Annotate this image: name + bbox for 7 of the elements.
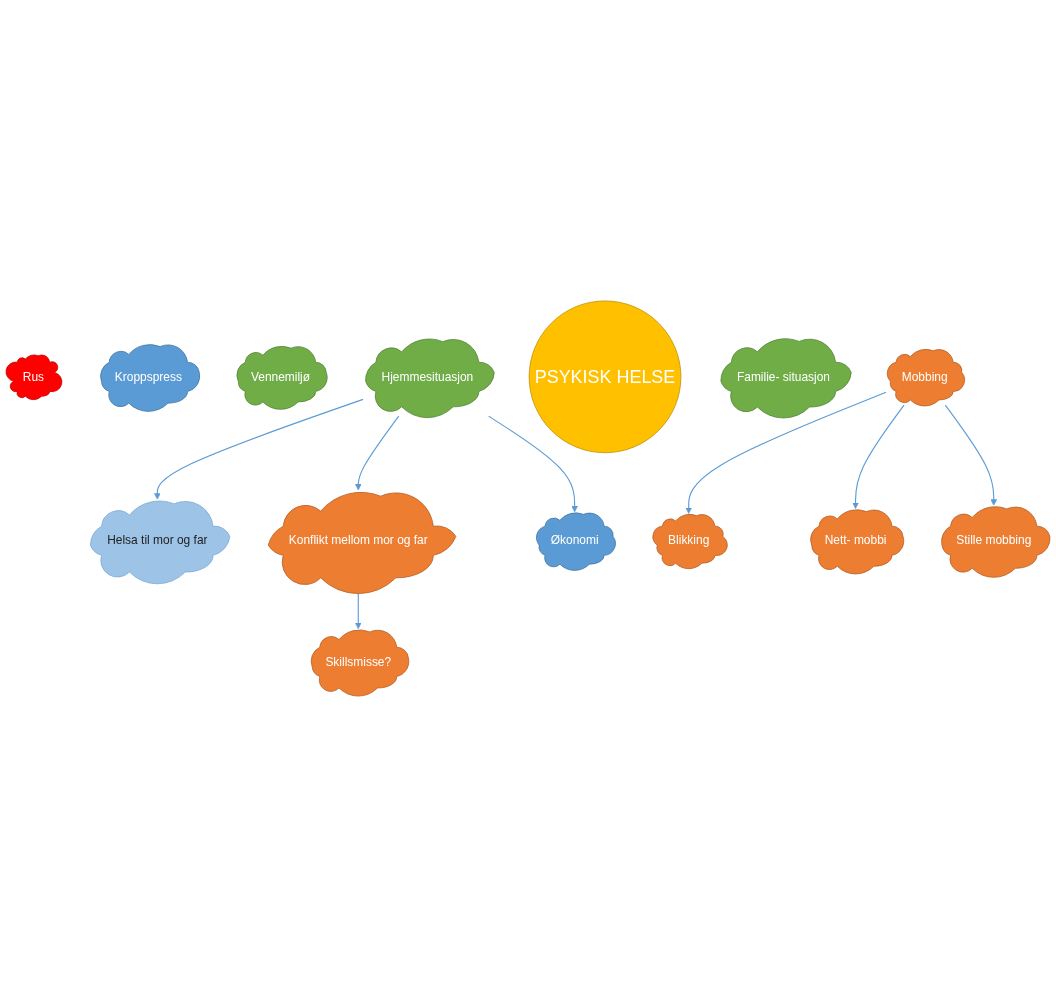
- arrow: [488, 415, 578, 513]
- arrow: [154, 398, 364, 500]
- arrow: [355, 415, 400, 491]
- arrow: [944, 404, 998, 506]
- node-circle: PSYKISK HELSE: [528, 300, 682, 454]
- arrow: [852, 404, 905, 509]
- arrow: [685, 391, 887, 514]
